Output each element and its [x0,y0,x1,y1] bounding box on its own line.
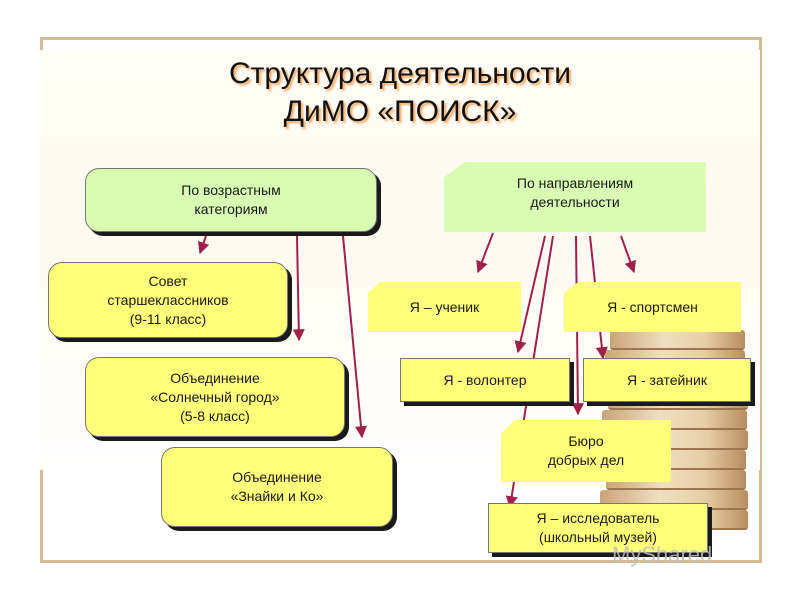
student-label: Я – ученик [409,298,480,315]
age-categories-header: По возрастным категориям [85,168,377,232]
znayki-line-1: Объединение [232,469,322,485]
directions-header-line-2: деятельности [530,194,620,210]
good-deeds-bureau-box: Бюро добрых дел [501,420,671,482]
title-line-2: ДиМО «ПОИСК» [283,95,517,128]
researcher-line-1: Я – исследователь [536,510,660,526]
znayki-line-2: «Знайки и Ко» [230,488,324,504]
directions-header-line-1: По направлениям [516,175,634,191]
sunny-city-line-3: (5-8 класс) [180,407,250,424]
researcher-box: Я – исследователь (школьный музей) [488,503,708,553]
entertainer-box: Я - затейник [583,358,751,402]
sunny-city-box: Объединение «Солнечный город» (5-8 класс… [85,357,345,437]
bureau-line-2: добрых дел [547,452,625,468]
athlete-box: Я - спортсмен [564,282,741,332]
researcher-line-2: (школьный музей) [539,529,657,545]
title-line-1: Структура деятельности [228,57,572,90]
volunteer-label: Я - волонтер [443,371,527,388]
senior-council-line-1: Совет [148,272,188,289]
senior-council-line-3: (9-11 класс) [129,310,207,327]
athlete-label: Я - спортсмен [607,298,698,315]
student-box: Я – ученик [368,282,521,332]
senior-council-line-2: старшеклассников [107,291,229,308]
sunny-city-line-1: Объединение [170,369,260,386]
age-header-line-1: По возрастным [181,182,281,198]
bureau-line-1: Бюро [568,433,604,449]
directions-header: По направлениям деятельности [444,162,706,232]
page-title: Структура деятельности ДиМО «ПОИСК» [160,55,640,131]
senior-council-box: Совет старшеклассников (9-11 класс) [48,262,288,338]
entertainer-label: Я - затейник [627,371,707,388]
sunny-city-line-2: «Солнечный город» [150,388,280,405]
age-header-line-2: категориям [194,201,268,217]
znayki-box: Объединение «Знайки и Ко» [161,447,393,527]
watermark-logo: MyShared [612,542,713,567]
volunteer-box: Я - волонтер [400,358,570,402]
